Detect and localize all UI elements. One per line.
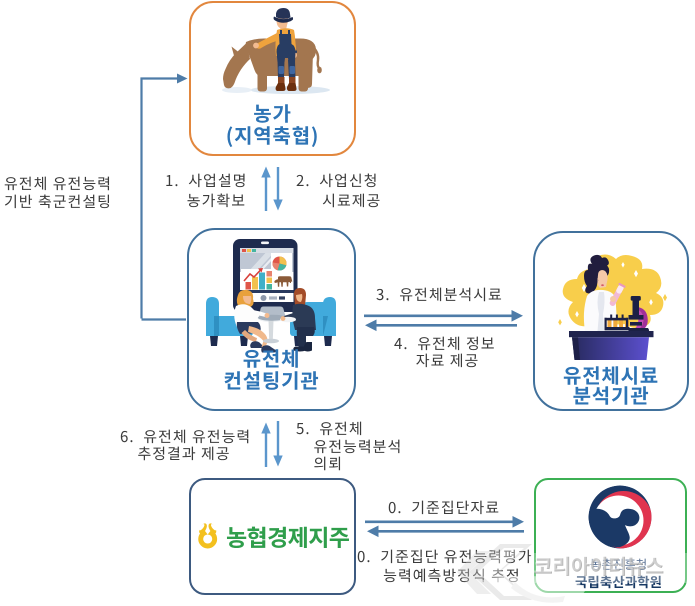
svg-text:농협경제지주: 농협경제지주 bbox=[226, 519, 350, 553]
svg-text:코리아이터뉴스: 코리아이터뉴스 bbox=[533, 549, 663, 579]
svg-text:코리아이터뉴스: 코리아이터뉴스 bbox=[534, 550, 664, 580]
